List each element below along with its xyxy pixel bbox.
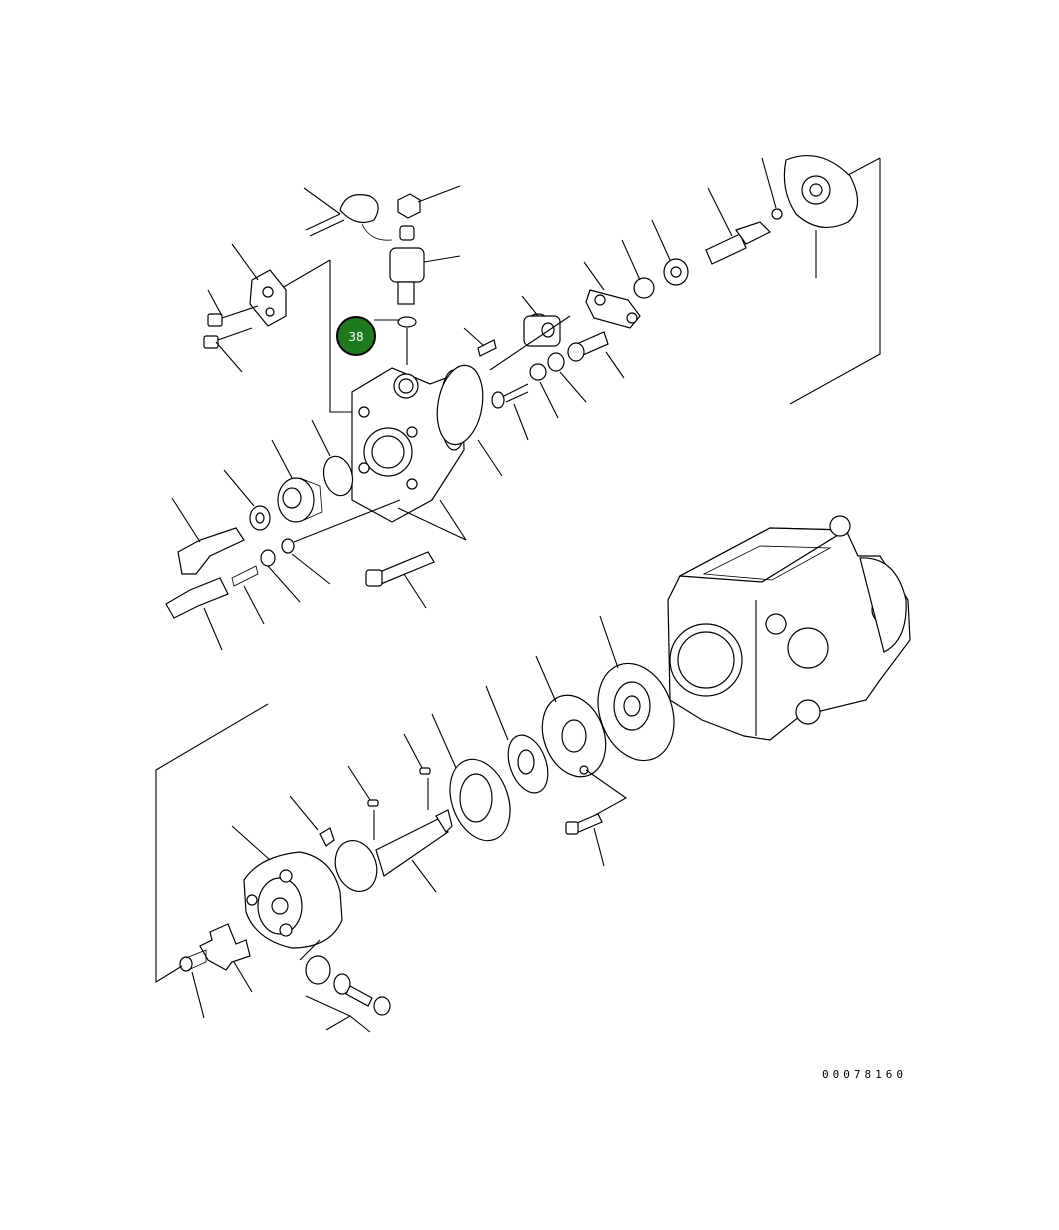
lower-group-bracket bbox=[155, 703, 269, 983]
governor-sleeve-parts bbox=[299, 939, 391, 1033]
pump-body bbox=[667, 515, 911, 741]
drive-shaft bbox=[289, 733, 453, 893]
fuel-cut-solenoid bbox=[303, 185, 461, 365]
callout-38-badge[interactable]: 38 bbox=[336, 316, 400, 356]
head-side-parts bbox=[165, 419, 467, 651]
timer-cover bbox=[783, 154, 859, 278]
coupling-ring bbox=[485, 685, 549, 794]
head-o-ring bbox=[436, 364, 503, 477]
drive-gear bbox=[431, 713, 511, 842]
seal-plate bbox=[535, 655, 628, 819]
governor-weights-holder bbox=[231, 825, 343, 949]
spring-and-flyweights bbox=[179, 923, 253, 1019]
mounting-bracket bbox=[203, 243, 287, 373]
drawing-number: 00078160 bbox=[822, 1068, 907, 1081]
upper-small-parts bbox=[463, 157, 783, 441]
lower-screw bbox=[565, 813, 605, 867]
callout-38-label: 38 bbox=[348, 330, 363, 344]
upper-group-bracket bbox=[281, 157, 881, 413]
drive-plate bbox=[597, 615, 675, 762]
